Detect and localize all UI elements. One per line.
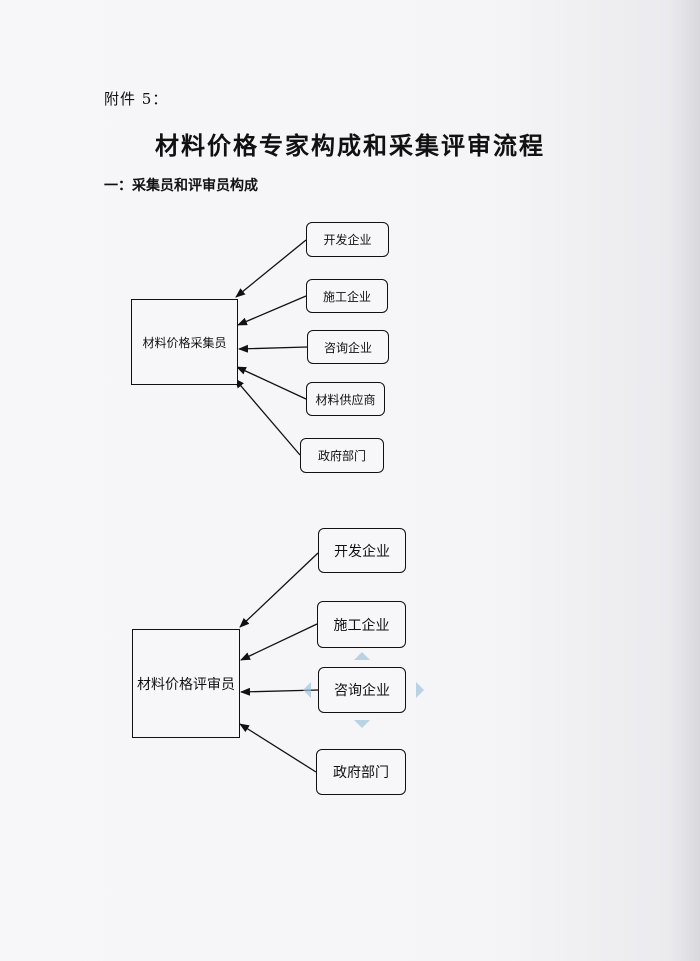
arrow-d2-4 xyxy=(239,723,317,773)
d2-source-construction: 施工企业 xyxy=(317,601,406,648)
arrow-d2-2 xyxy=(240,623,318,661)
section-heading: 一：采集员和评审员构成 xyxy=(104,178,258,194)
d1-source-government: 政府部门 xyxy=(300,438,384,473)
arrow-d1-2 xyxy=(237,295,307,326)
page-title: 材料价格专家构成和采集评审流程 xyxy=(155,131,545,160)
page-edge-shadow xyxy=(670,0,700,961)
faint-marker-right-icon xyxy=(416,682,424,698)
d1-source-construction: 施工企业 xyxy=(306,279,388,313)
faint-marker-left-icon xyxy=(303,682,311,698)
d2-source-government: 政府部门 xyxy=(316,749,406,795)
arrow-d1-3 xyxy=(238,344,308,353)
collector-box: 材料价格采集员 xyxy=(131,299,238,385)
d1-source-developer: 开发企业 xyxy=(306,222,389,257)
arrow-d1-1 xyxy=(235,239,307,298)
faint-marker-down-icon xyxy=(354,720,370,728)
d2-source-developer: 开发企业 xyxy=(318,528,406,573)
arrow-d1-5 xyxy=(234,378,301,456)
arrow-d2-1 xyxy=(239,552,319,628)
arrow-d1-4 xyxy=(236,366,307,400)
faint-marker-up-icon xyxy=(354,652,370,660)
d1-source-consulting: 咨询企业 xyxy=(307,330,389,364)
d1-source-supplier: 材料供应商 xyxy=(306,382,385,416)
reviewer-box: 材料价格评审员 xyxy=(132,629,240,738)
d2-source-consulting: 咨询企业 xyxy=(318,667,406,713)
appendix-label: 附件 5： xyxy=(104,90,169,108)
